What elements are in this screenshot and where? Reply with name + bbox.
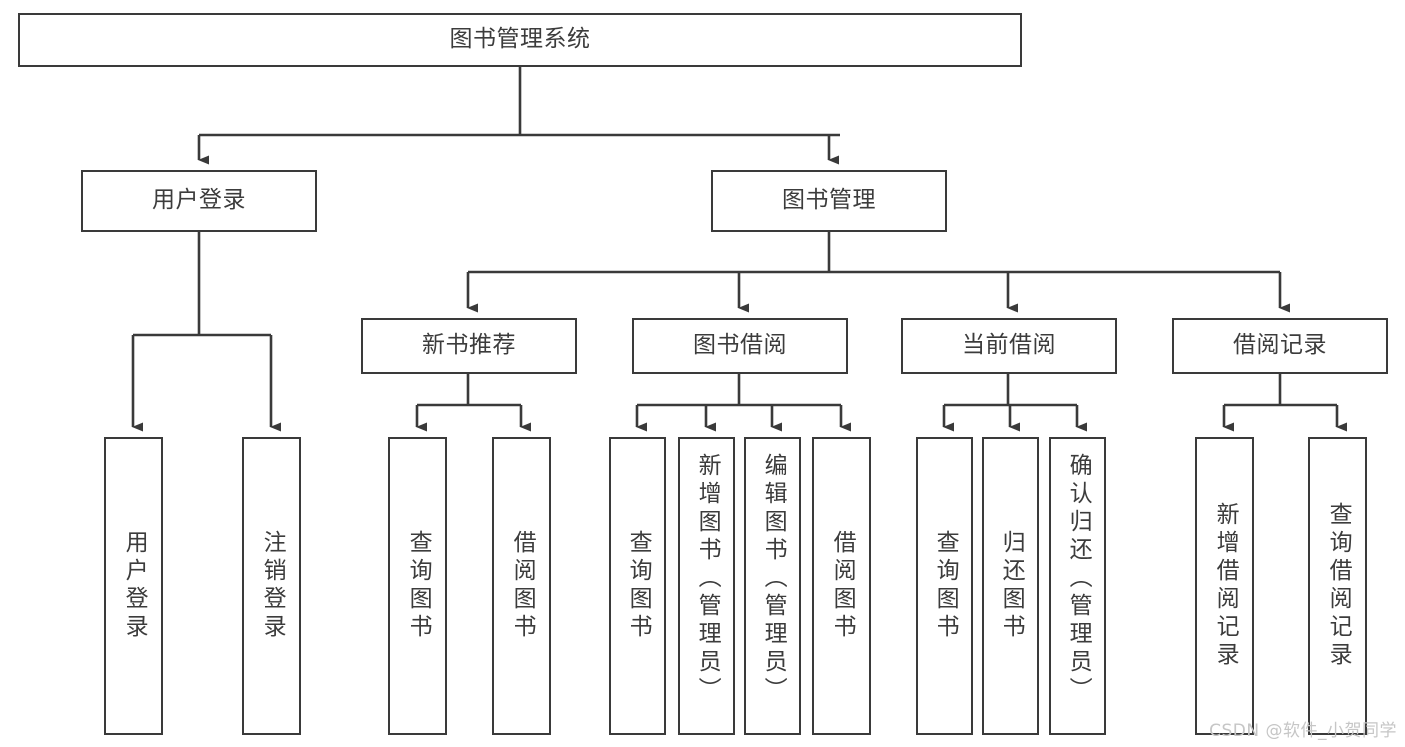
node-leaf-query-book-1[interactable]: 查询图书 [388, 437, 447, 735]
node-label: 借阅记录 [1233, 332, 1327, 359]
node-current-borrow[interactable]: 当前借阅 [901, 318, 1117, 374]
node-label: 编辑图书（管理员） [760, 453, 787, 705]
node-leaf-user-login[interactable]: 用户登录 [104, 437, 163, 735]
node-label: 确认归还（管理员） [1065, 453, 1092, 705]
node-label: 借阅图书 [509, 530, 536, 642]
node-label: 查询借阅记录 [1325, 502, 1352, 670]
node-label: 图书管理 [782, 187, 876, 214]
node-leaf-edit-book[interactable]: 编辑图书（管理员） [744, 437, 801, 735]
node-label: 新增借阅记录 [1212, 502, 1239, 670]
node-label: 用户登录 [121, 530, 148, 642]
node-leaf-logout-login[interactable]: 注销登录 [242, 437, 301, 735]
node-leaf-query-record[interactable]: 查询借阅记录 [1308, 437, 1367, 735]
node-leaf-borrow-book-2[interactable]: 借阅图书 [812, 437, 871, 735]
node-label: 归还图书 [998, 530, 1025, 642]
node-book-management-system[interactable]: 图书管理系统 [18, 13, 1022, 67]
node-label: 新书推荐 [422, 332, 516, 359]
node-label: 图书管理系统 [449, 26, 591, 53]
node-leaf-add-record[interactable]: 新增借阅记录 [1195, 437, 1254, 735]
node-leaf-return-book[interactable]: 归还图书 [982, 437, 1039, 735]
node-label: 新增图书（管理员） [694, 453, 721, 705]
node-leaf-query-book-2[interactable]: 查询图书 [609, 437, 666, 735]
node-borrow-record[interactable]: 借阅记录 [1172, 318, 1388, 374]
node-label: 查询图书 [405, 530, 432, 642]
node-leaf-query-book-3[interactable]: 查询图书 [916, 437, 973, 735]
node-label: 图书借阅 [693, 332, 787, 359]
node-leaf-borrow-book-1[interactable]: 借阅图书 [492, 437, 551, 735]
node-leaf-add-book[interactable]: 新增图书（管理员） [678, 437, 735, 735]
node-user-login[interactable]: 用户登录 [81, 170, 317, 232]
node-new-book-recommend[interactable]: 新书推荐 [361, 318, 577, 374]
node-label: 查询图书 [625, 530, 652, 642]
node-label: 注销登录 [259, 530, 286, 642]
node-label: 借阅图书 [829, 530, 856, 642]
node-label: 当前借阅 [962, 332, 1056, 359]
node-book-borrow[interactable]: 图书借阅 [632, 318, 848, 374]
node-book-management[interactable]: 图书管理 [711, 170, 947, 232]
node-label: 查询图书 [932, 530, 959, 642]
node-leaf-confirm-return[interactable]: 确认归还（管理员） [1049, 437, 1106, 735]
node-label: 用户登录 [152, 187, 246, 214]
